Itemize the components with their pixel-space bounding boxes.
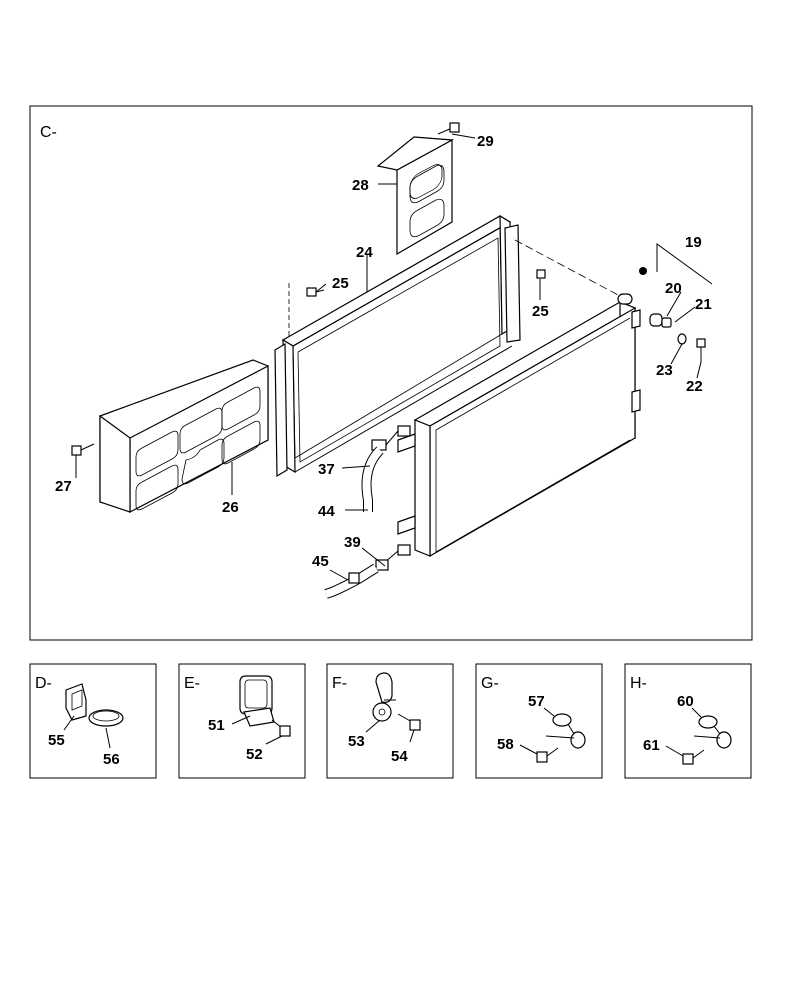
label-56: 56 [103,751,120,768]
label-57: 57 [528,693,545,710]
label-19: 19 [685,234,702,251]
label-61: 61 [643,737,660,754]
bolt-54 [397,713,421,731]
bolt-52 [271,719,291,737]
label-22: 22 [686,378,703,395]
condenser-frame-24 [274,214,521,478]
label-53: 53 [348,733,365,750]
label-28: 28 [352,177,369,194]
panel-g-label: G- [481,675,499,692]
label-24: 24 [356,244,373,261]
bolt-58 [536,747,559,763]
label-52: 52 [246,746,263,763]
label-60: 60 [677,693,694,710]
clamp-51 [239,675,275,727]
panel-d: D- 55 56 [29,663,157,779]
panel-c-frame [29,105,753,641]
panel-e-frame [178,663,306,779]
label-29: 29 [477,133,494,150]
panel-c-label: C- [40,124,57,141]
label-45: 45 [312,553,329,570]
panel-d-frame [29,663,157,779]
condenser-core [397,239,641,558]
label-37: 37 [318,461,335,478]
label-25-right: 25 [532,303,549,320]
panel-h-frame [624,663,752,779]
panel-f: F- 53 54 [326,663,454,779]
clamp-60 [693,715,732,749]
label-39: 39 [344,534,361,551]
bolt-29 [437,122,460,135]
panel-e-label: E- [184,675,200,692]
bolt-25-right [536,269,546,296]
label-55: 55 [48,732,65,749]
side-plate-26 [99,359,269,513]
clamp-53 [372,672,396,722]
label-26: 26 [222,499,239,516]
panel-h: H- 60 61 [624,663,752,779]
bolt-61 [682,749,705,765]
label-27: 27 [55,478,72,495]
hose-39-45 [324,544,411,599]
panel-c: C- [29,105,753,641]
label-51: 51 [208,717,225,734]
panel-e: E- 51 52 [178,663,306,779]
bracket-plate-28 [376,136,455,256]
clip-55 [65,683,87,721]
leader-lines-c [75,133,702,581]
label-58: 58 [497,736,514,753]
panel-g: G- 57 58 [475,663,603,779]
panel-d-label: D- [35,675,52,692]
panel-g-frame [475,663,603,779]
panel-f-frame [326,663,454,779]
hose-37-44 [361,425,411,512]
bolt-27 [71,443,95,456]
label-25-left: 25 [332,275,349,292]
panel-h-label: H- [630,675,647,692]
label-21: 21 [695,296,712,313]
label-54: 54 [391,748,408,765]
panel-f-label: F- [332,675,347,692]
label-44: 44 [318,503,335,520]
fittings-19-23 [639,243,713,362]
label-23: 23 [656,362,673,379]
clamp-57 [545,713,586,749]
label-20: 20 [665,280,682,297]
band-56 [88,709,124,727]
